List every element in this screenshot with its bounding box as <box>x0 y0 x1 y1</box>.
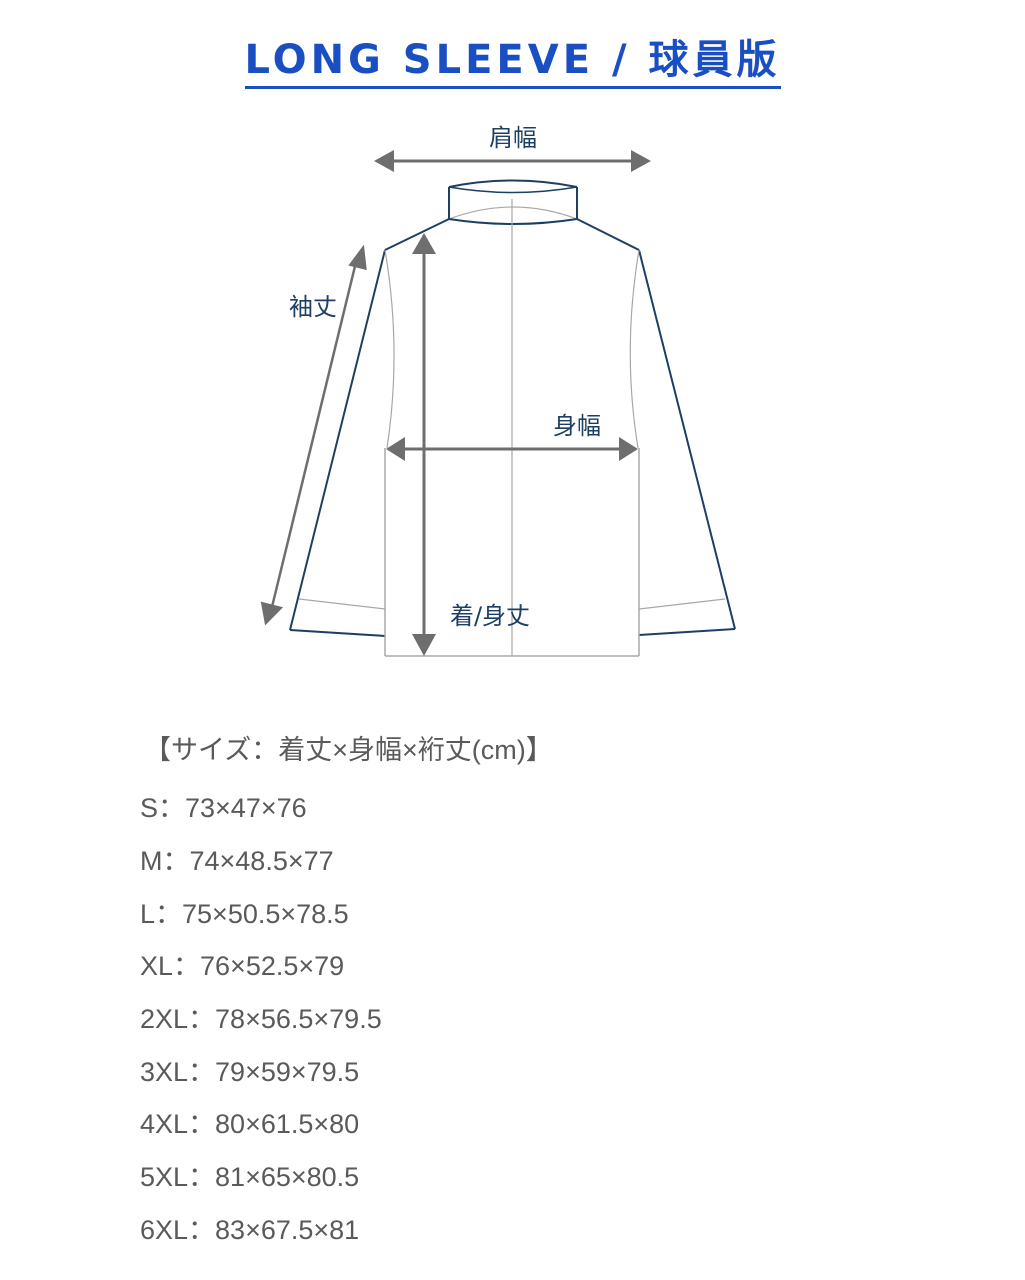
size-row-xl: XL：76×52.5×79 <box>140 951 345 981</box>
page-title-wrap: LONG SLEEVE / 球員版 <box>0 36 1025 89</box>
shirt-body <box>289 199 736 657</box>
size-row-5xl: 5XL：81×65×80.5 <box>140 1162 360 1192</box>
size-row-m: M：74×48.5×77 <box>140 846 334 876</box>
size-row-s: S：73×47×76 <box>140 793 307 823</box>
size-row-3xl: 3XL：79×59×79.5 <box>140 1057 360 1087</box>
page-title: LONG SLEEVE / 球員版 <box>244 36 781 89</box>
size-row-2xl: 2XL：78×56.5×79.5 <box>140 1004 382 1034</box>
sleeve-length-label: 袖丈 <box>289 293 337 321</box>
sleeve-length-arrow-icon <box>260 244 367 626</box>
shoulder-width-arrow-icon <box>374 150 651 172</box>
shirt-measurement-diagram: 肩幅 袖丈 <box>260 124 736 657</box>
size-row-4xl: 4XL：80×61.5×80 <box>140 1109 360 1139</box>
size-row-6xl: 6XL：83×67.5×81 <box>140 1215 360 1245</box>
shoulder-width-label: 肩幅 <box>489 124 537 152</box>
body-width-arrow-icon <box>386 437 638 461</box>
body-length-arrow-icon <box>412 233 436 656</box>
body-width-label: 身幅 <box>553 412 601 440</box>
collar <box>448 179 578 225</box>
body-length-label: 着/身丈 <box>450 602 530 630</box>
size-row-l: L：75×50.5×78.5 <box>140 899 349 929</box>
size-table-header: 【サイズ：着丈×身幅×裄丈(cm)】 <box>144 735 553 765</box>
